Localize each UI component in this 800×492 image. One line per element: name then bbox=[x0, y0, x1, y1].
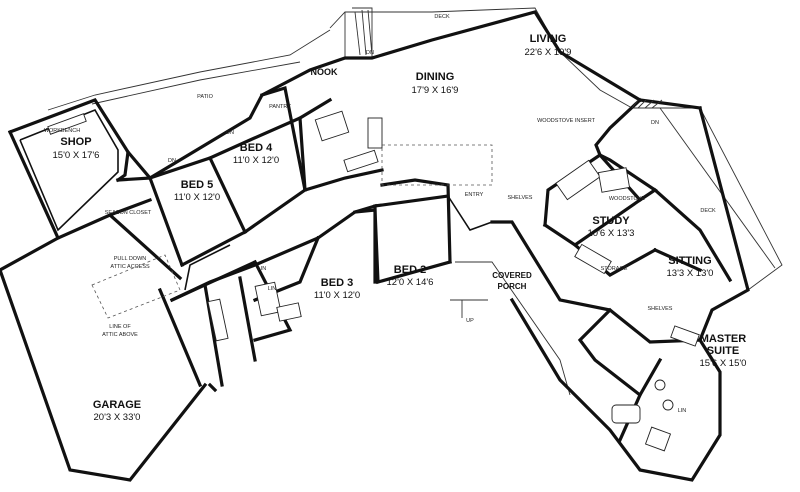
lin-label-3: LIN bbox=[678, 408, 687, 414]
room-labels: LIVING 22'6 X 19'9 DINING 17'9 X 16'9 SH… bbox=[53, 33, 747, 423]
pull-down-label: PULL DOWN bbox=[114, 256, 147, 262]
line-of-label: LINE OF bbox=[109, 324, 131, 330]
entry-label: ENTRY bbox=[465, 192, 484, 198]
deck-top-label: DECK bbox=[434, 14, 450, 20]
up-label: UP bbox=[466, 318, 474, 324]
garage-name: GARAGE bbox=[93, 399, 141, 411]
bed5-name: BED 5 bbox=[181, 179, 213, 191]
small-labels: DECK DECK PATIO ENTRY SHELVES SHELVES WO… bbox=[44, 14, 716, 414]
living-name: LIVING bbox=[530, 33, 567, 45]
dn-label-2: DN bbox=[651, 120, 659, 126]
dining-dims: 17'9 X 16'9 bbox=[412, 85, 459, 96]
nook-label: NOOK bbox=[311, 67, 339, 77]
bed2-dims: 12'0 X 14'6 bbox=[387, 277, 434, 288]
master-name-2: SUITE bbox=[707, 345, 739, 357]
woodstove-label: WOODSTOVE bbox=[609, 196, 646, 202]
deck-outline bbox=[329, 7, 783, 291]
bed4-dims: 11'0 X 12'0 bbox=[233, 155, 279, 166]
dining-name: DINING bbox=[416, 71, 455, 83]
dn-label-4: DN bbox=[168, 158, 176, 164]
living-dims: 22'6 X 19'9 bbox=[525, 47, 572, 58]
shop-dims: 15'0 X 17'6 bbox=[53, 150, 100, 161]
seasonal-closet-label: SEASON CLOSET bbox=[105, 210, 152, 216]
garage-dims: 20'3 X 33'0 bbox=[94, 412, 141, 423]
study-dims: 10'6 X 13'3 bbox=[588, 228, 635, 239]
shop-name: SHOP bbox=[60, 136, 91, 148]
pantry-label: PANTRY bbox=[269, 104, 291, 110]
master-name: MASTER bbox=[700, 333, 747, 345]
patio-label: PATIO bbox=[197, 94, 213, 100]
storage-label: STORAGE bbox=[601, 266, 628, 272]
attic-above-label: ATTIC ABOVE bbox=[102, 332, 138, 338]
bed5-dims: 11'0 X 12'0 bbox=[174, 192, 220, 203]
dn-label-3: DN bbox=[226, 130, 234, 136]
attic-access-label: ATTIC ACCESS bbox=[110, 264, 150, 270]
woodstove-insert-label: WOODSTOVE INSERT bbox=[537, 118, 596, 124]
bed4-name: BED 4 bbox=[240, 142, 273, 154]
interior-walls bbox=[19, 85, 733, 452]
lin-label-2: LIN bbox=[268, 286, 277, 292]
master-dims: 15'6 X 15'0 bbox=[700, 358, 747, 369]
bed3-dims: 11'0 X 12'0 bbox=[314, 290, 360, 301]
deck-right-label: DECK bbox=[700, 208, 716, 214]
dn-label: DN bbox=[366, 50, 374, 56]
sitting-dims: 13'3 X 13'0 bbox=[667, 268, 714, 279]
workbench-label: WORKBENCH bbox=[44, 128, 80, 134]
covered-porch-outline bbox=[450, 261, 571, 396]
stair-lines bbox=[354, 9, 663, 109]
shelves-label-2: SHELVES bbox=[648, 306, 673, 312]
bed2-name: BED 2 bbox=[394, 264, 426, 276]
sitting-name: SITTING bbox=[668, 255, 711, 267]
lin-label: LIN bbox=[258, 266, 267, 272]
exterior-walls bbox=[0, 10, 750, 482]
study-name: STUDY bbox=[592, 215, 630, 227]
shelves-label: SHELVES bbox=[508, 195, 533, 201]
covered-label: COVERED bbox=[492, 271, 532, 280]
bed3-name: BED 3 bbox=[321, 277, 353, 289]
patio-outline bbox=[47, 29, 331, 111]
porch-label: PORCH bbox=[498, 282, 527, 291]
